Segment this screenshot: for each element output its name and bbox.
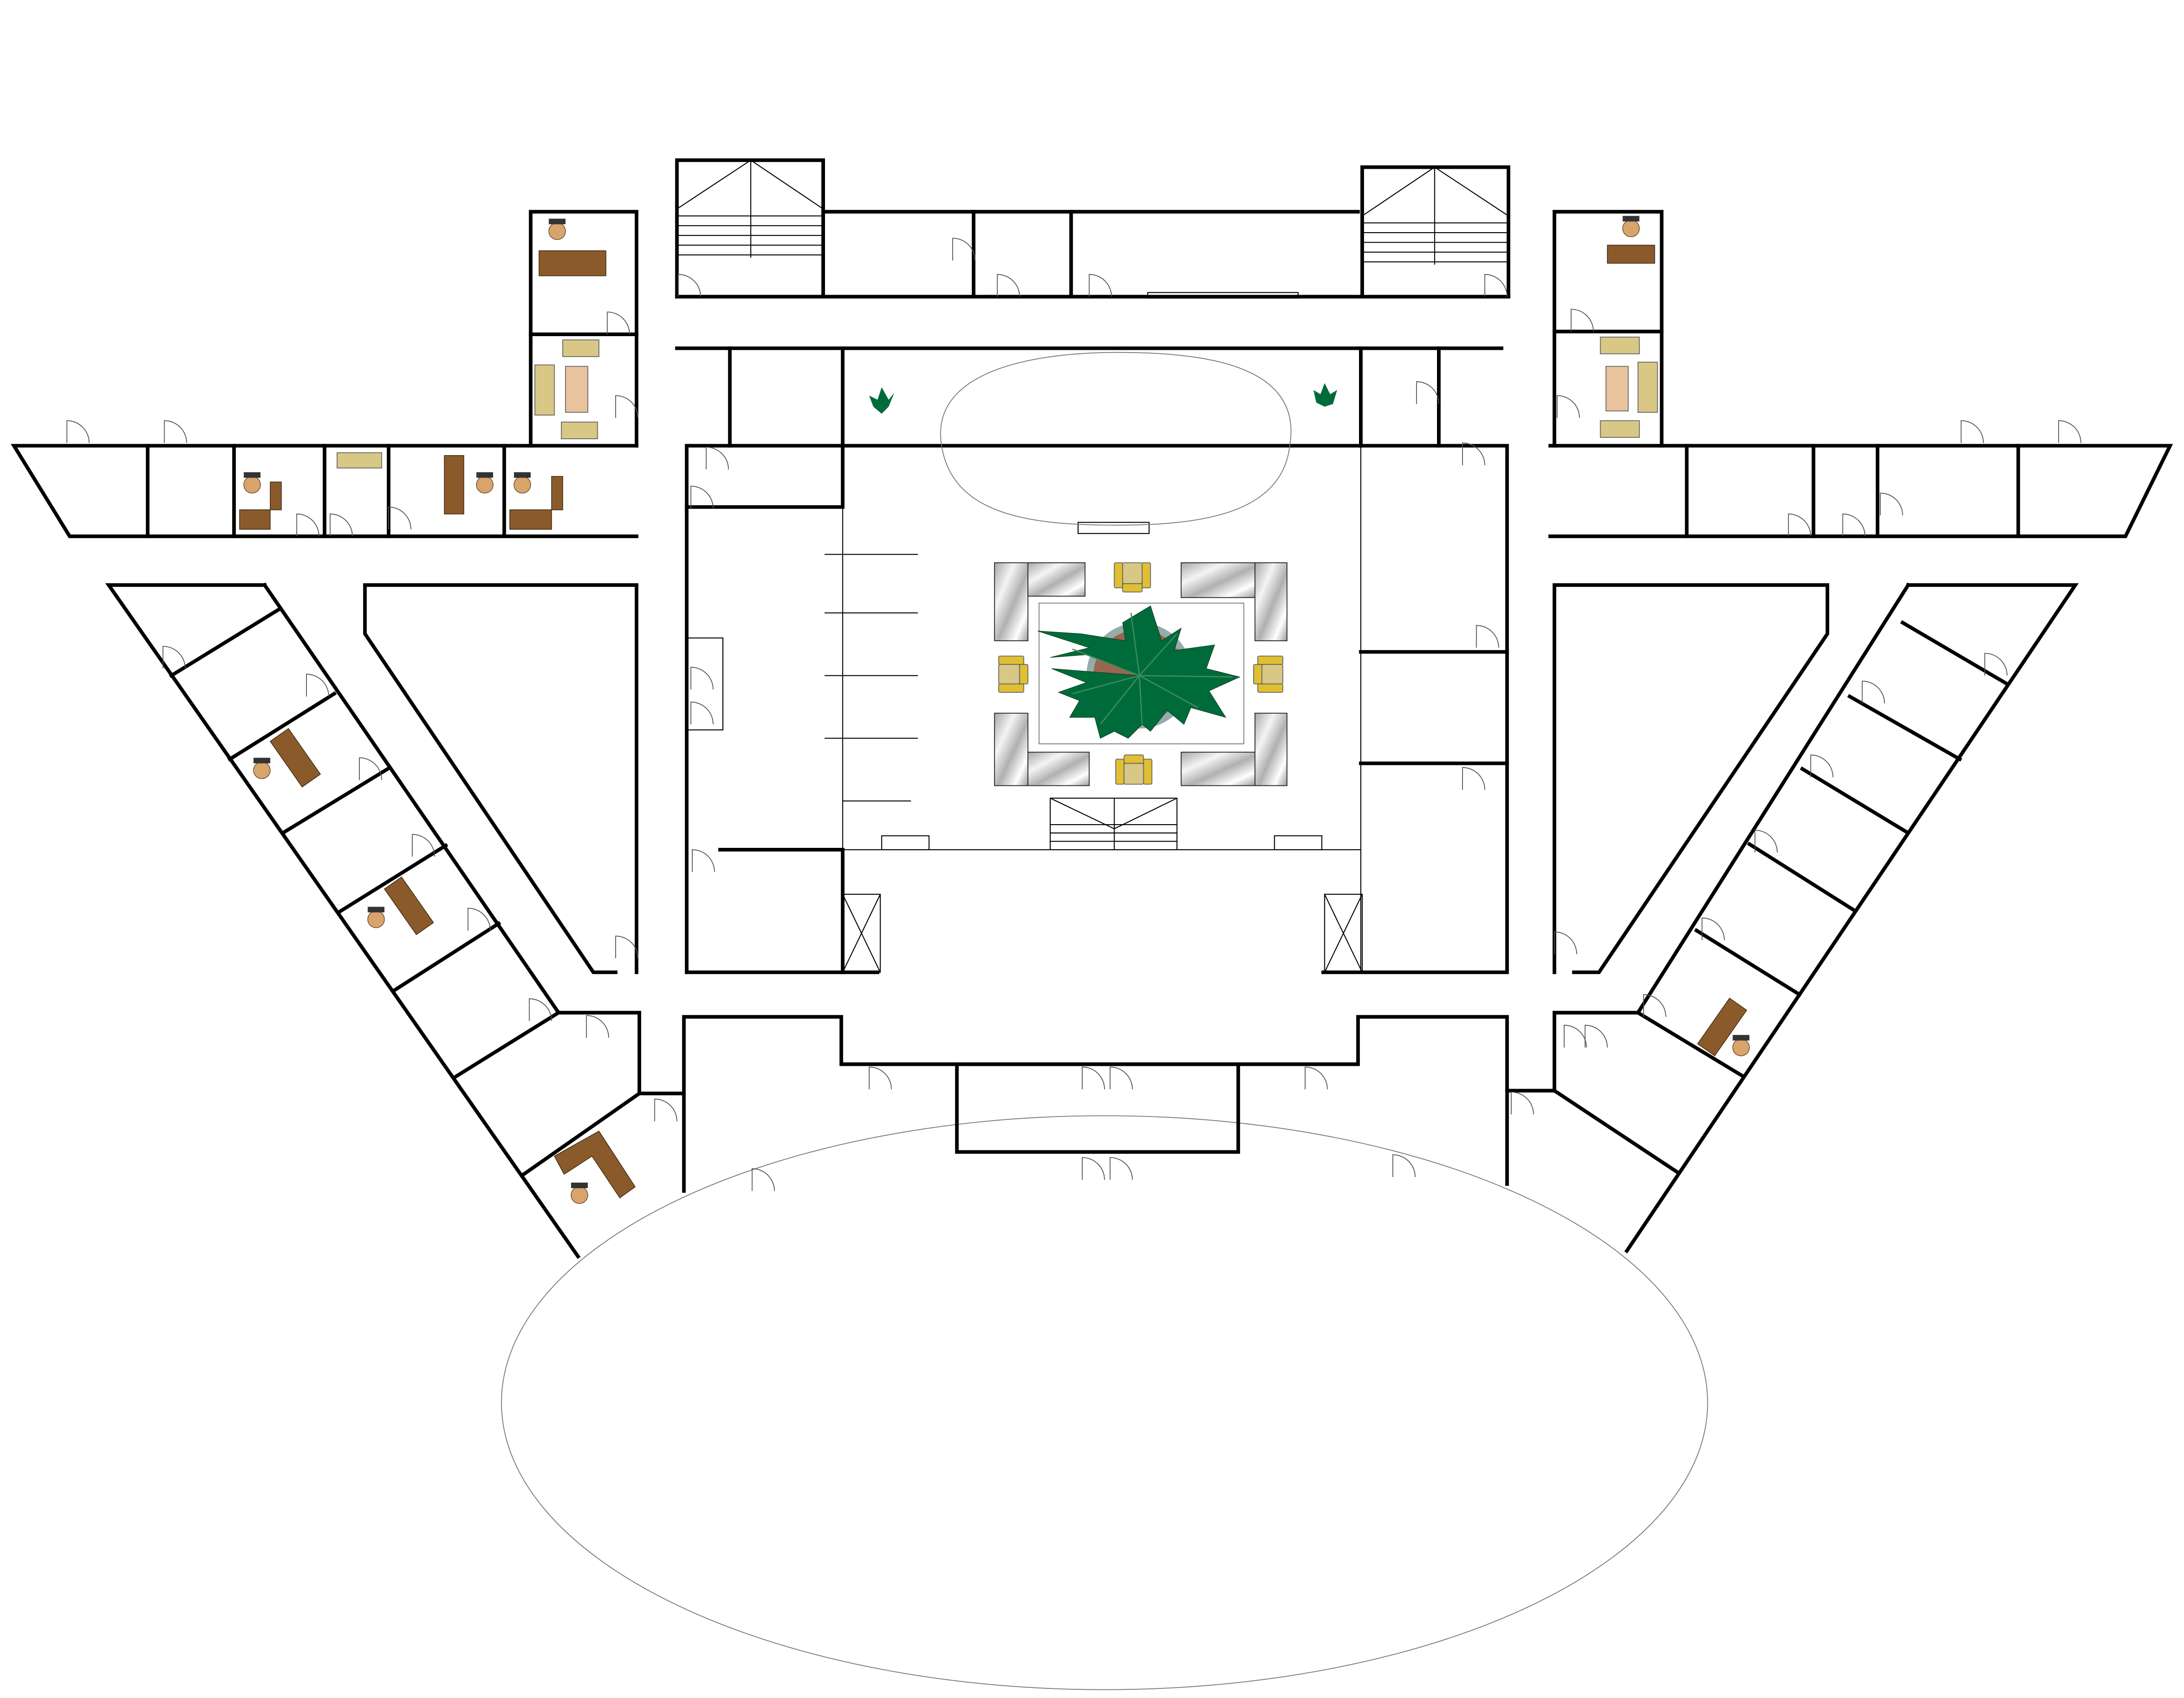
stairs	[676, 159, 1509, 973]
plaza-ellipse	[501, 1115, 1708, 1690]
plant-icon	[869, 383, 1338, 414]
shelves	[825, 554, 918, 802]
atrium-oval	[940, 352, 1292, 526]
central-plant-icon	[1038, 605, 1241, 739]
office-furniture	[239, 215, 1750, 1205]
doors	[66, 238, 2081, 1192]
walls	[10, 158, 2173, 1259]
